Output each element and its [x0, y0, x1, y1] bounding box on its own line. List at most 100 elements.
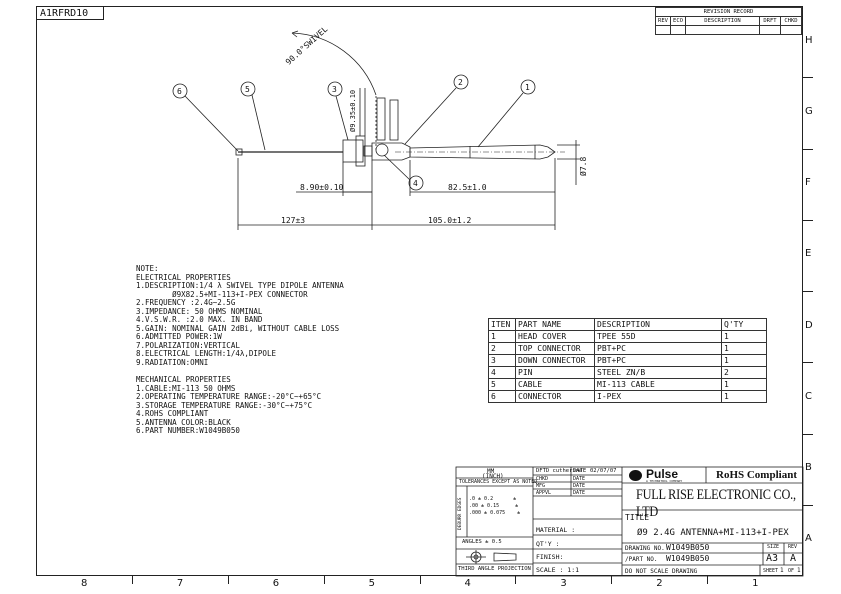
- date-value: 02/07/07: [590, 468, 617, 474]
- mechanical-note: 4.ROHS COMPLIANT: [136, 409, 209, 418]
- zone-row-label: F: [805, 177, 811, 189]
- zone-tick: [803, 291, 813, 292]
- notes-block: NOTE: ELECTRICAL PROPERTIES 1.DESCRIPTIO…: [136, 264, 344, 436]
- sheet-label: SHEET: [763, 568, 779, 574]
- date-label: DATE: [573, 490, 586, 496]
- part-no-label: /PART NO.: [625, 556, 658, 563]
- balloon-3-label: 3: [332, 85, 337, 94]
- angles-label: ANGLES ± 0.5: [462, 539, 502, 545]
- sheet-value: 1: [780, 567, 784, 574]
- zone-tick: [419, 576, 421, 584]
- tol-row: .000 ± 0.075: [469, 510, 506, 516]
- mechanical-note: 1.CABLE:MI-113 50 OHMS: [136, 383, 236, 393]
- size-label: SIZE: [767, 544, 780, 550]
- dim-total-length: 105.0±1.2: [428, 216, 472, 225]
- revision-record: REVISION RECORD REV ECO DESCRIPTION DRFT…: [655, 7, 802, 35]
- balloon-5-label: 5: [245, 85, 250, 94]
- electrical-note: 1.DESCRIPTION:1/4 λ SWIVEL TYPE DIPOLE A…: [136, 281, 344, 290]
- of-value: 1: [797, 567, 801, 574]
- size-value: A3: [766, 553, 779, 564]
- mechanical-title: MECHANICAL PROPERTIES: [136, 375, 231, 384]
- projection-label: THIRD ANGLE PROJECTION: [458, 566, 531, 572]
- zone-tick: [227, 576, 229, 584]
- drawing-title: Ø9 2.4G ANTENNA+MI-113+I-PEX: [637, 528, 789, 538]
- electrical-note: 5.GAIN: NOMINAL GAIN 2dBi, WITHOUT CABLE…: [136, 323, 340, 333]
- zone-column-label: 4: [464, 578, 471, 589]
- balloon-6: [172, 83, 188, 99]
- balloon-6-label: 6: [177, 87, 182, 96]
- balloon-2-label: 2: [458, 78, 463, 87]
- pulse-logo-icon: [629, 470, 642, 481]
- drawing-no: W1049B050: [666, 543, 710, 552]
- drawn-by: DFTD cutherine: [536, 468, 583, 474]
- units-inch: (INCH): [482, 473, 504, 480]
- pulse-logo-text: Pulse: [646, 467, 679, 481]
- mechanical-note: 6.PART NUMBER:W1049B050: [136, 426, 240, 435]
- zone-column-label: 2: [656, 578, 663, 589]
- tol-pm: ±: [515, 503, 519, 509]
- electrical-note: 3.IMPEDANCE: 50 OHMS NOMINAL: [136, 306, 263, 316]
- zone-row-label: B: [805, 462, 812, 474]
- finish-label: FINISH:: [536, 553, 564, 561]
- electrical-note: 8.ELECTRICAL LENGTH:1/4λ,DIPOLE: [136, 349, 276, 358]
- mfg-label: MFG: [536, 483, 546, 489]
- electrical-note: 4.V.S.W.R. :2.0 MAX. IN BAND: [136, 315, 263, 324]
- electrical-note: 2.FREQUENCY :2.4G~2.5G: [136, 298, 236, 307]
- appvl-label: APPVL: [536, 490, 552, 496]
- tol-pm: ±: [517, 510, 521, 516]
- rev-cell: [780, 25, 802, 35]
- zone-tick: [803, 148, 813, 150]
- qty-label: QT'Y :: [536, 540, 560, 548]
- of-label: OF: [788, 568, 795, 574]
- mechanical-note: 5.ANTENNA COLOR:BLACK: [136, 417, 231, 427]
- swivel-pin: [376, 97, 386, 141]
- balloon-5: [240, 81, 256, 97]
- zone-tick: [515, 576, 517, 584]
- balloon-4: [408, 175, 424, 191]
- zone-column-label: 6: [272, 578, 280, 589]
- no-scale-label: DO NOT SCALE DRAWING: [625, 568, 698, 575]
- zone-column-label: 8: [80, 578, 88, 589]
- rev-label: REV: [788, 544, 798, 550]
- drawing-no-label: DRAWING NO.: [625, 545, 665, 552]
- rev-value: A: [790, 553, 797, 564]
- balloon-4-label: 4: [413, 179, 418, 188]
- date-label: DATE: [573, 476, 586, 482]
- zone-column-label: 5: [368, 578, 375, 589]
- zone-row-label: A: [805, 533, 812, 545]
- zone-tick: [803, 219, 813, 221]
- dim-connector-length: 8.90±0.10: [300, 183, 344, 192]
- zone-row-label: E: [805, 248, 812, 260]
- zone-row-label: G: [805, 105, 813, 117]
- electrical-note: Ø9X82.5+MI-113+I-PEX CONNECTOR: [136, 289, 308, 299]
- mechanical-note: 2.OPERATING TEMPERATURE RANGE:-20°C~+65°…: [136, 392, 322, 401]
- zone-column-label: 3: [560, 578, 567, 589]
- drawing-reference: A1RFRD10: [37, 7, 104, 20]
- electrical-title: ELECTRICAL PROPERTIES: [136, 272, 231, 282]
- electrical-note: 7.POLARIZATION:VERTICAL: [136, 340, 240, 350]
- zone-tick: [323, 576, 325, 584]
- dim-cable-length: 127±3: [281, 216, 306, 225]
- mechanical-note: 3.STORAGE TEMPERATURE RANGE:-30°C~+75°C: [136, 400, 313, 410]
- zone-row-label: H: [805, 34, 813, 46]
- tol-row: .00 ± 0.15: [469, 503, 500, 509]
- rohs-label: RoHS Compliant: [716, 469, 797, 481]
- date-label: DATE: [573, 468, 587, 474]
- zone-row-label: D: [805, 319, 813, 331]
- company-name: FULL RISE ELECTRONIC CO., LTD: [636, 487, 796, 520]
- pulse-logo: Pulse A TECHNITROL COMPANY: [627, 467, 705, 483]
- zone-tick: [707, 576, 709, 584]
- head-cover: [409, 144, 556, 160]
- notes-title: NOTE:: [136, 264, 159, 273]
- tolerance-table: .0 ± 0.2± .00 ± 0.15± .000 ± 0.075±: [469, 496, 520, 517]
- material-label: MATERIAL :: [536, 526, 576, 534]
- zone-tick: [803, 504, 813, 506]
- zone-row-label: C: [805, 390, 812, 402]
- bom-cell: 1: [721, 378, 767, 391]
